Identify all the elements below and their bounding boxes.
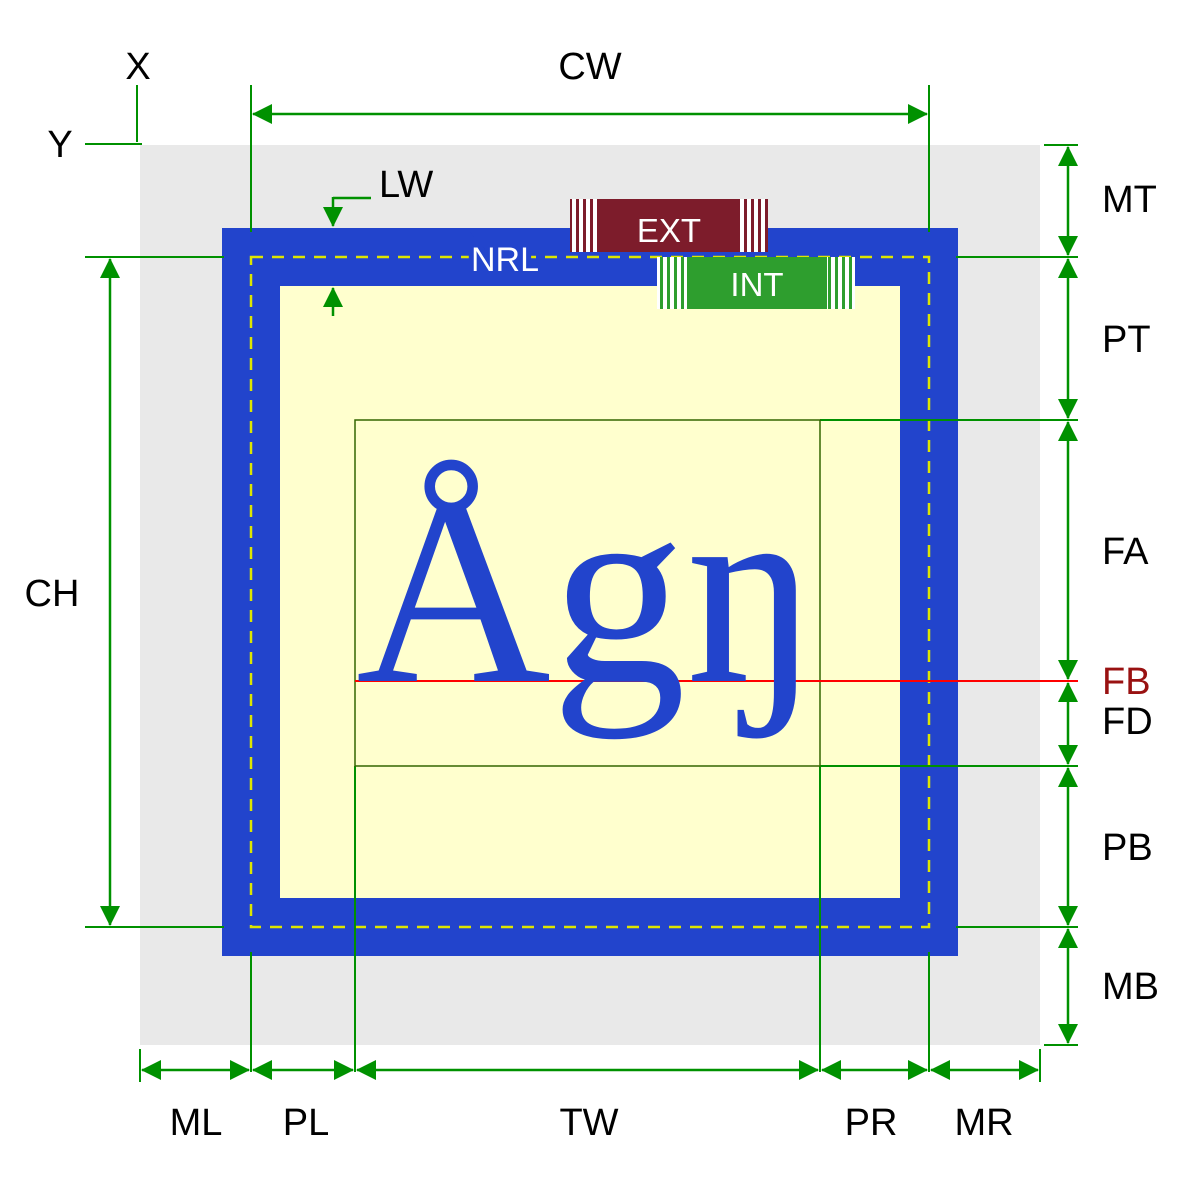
mb-label: MB [1102,966,1159,1008]
tw-label: TW [559,1102,618,1144]
dimension-labels: X Y CW LW CH MT PT FA FB FD PB MB ML PL … [25,46,1159,1144]
x-label: X [125,46,150,88]
text-area-rect [354,419,821,767]
pl-label: PL [283,1102,329,1144]
ext-left-stripes [570,199,600,252]
pt-label: PT [1102,319,1151,361]
ml-label: ML [170,1102,223,1144]
ch-label: CH [25,573,80,615]
fd-label: FD [1102,701,1153,743]
int-right-stripes [827,257,855,309]
lw-label: LW [379,164,433,206]
mt-label: MT [1102,179,1157,221]
int-label: INT [730,266,783,303]
padding-area [280,286,900,898]
ext-solid [600,199,738,252]
glyph-sample: Ågŋ [356,441,820,740]
rule-line-label: NRL [471,241,539,279]
ext-right-stripes [738,199,768,252]
extension-lines [85,85,1078,1082]
pr-label: PR [845,1102,898,1144]
rule-line-dashed-rect [249,255,931,929]
ext-label: EXT [637,212,701,249]
fb-label: FB [1102,661,1151,703]
fa-label: FA [1102,531,1149,573]
int-left-stripes [657,257,687,309]
dimension-arrows [100,104,1078,1080]
pb-label: PB [1102,827,1153,869]
lw-pointer [323,196,371,316]
int-solid [687,257,827,309]
internal-leading-box: INT [657,257,855,309]
y-label: Y [47,124,72,166]
cw-label: CW [558,46,621,88]
mr-label: MR [954,1102,1013,1144]
external-leading-box: EXT [570,199,768,252]
